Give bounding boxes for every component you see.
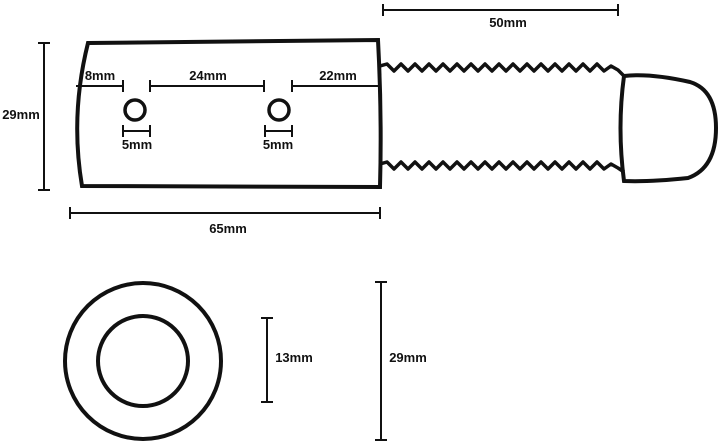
dim-hole-offset: 8mm: [76, 68, 124, 92]
label-inner-diameter: 13mm: [275, 350, 313, 365]
dim-hole1-diameter: 5mm: [122, 125, 152, 152]
label-outer-diameter: 29mm: [389, 350, 427, 365]
label-hole-spacing: 24mm: [189, 68, 227, 83]
dim-thread-length: 50mm: [382, 4, 619, 30]
inner-bore: [96, 314, 190, 408]
side-view-dimensions: 50mm 29mm 8mm 24mm 22mm: [2, 4, 619, 236]
cylinder-body: [75, 37, 383, 190]
label-hole1-diameter: 5mm: [122, 137, 152, 152]
label-thread-length: 50mm: [489, 15, 527, 30]
thread-lower: [379, 160, 625, 174]
dim-inner-diameter: 13mm: [261, 317, 313, 403]
tip-cap: [618, 73, 719, 184]
end-view-dimensions: 13mm 29mm: [261, 281, 427, 441]
dim-hole-spacing: 24mm: [149, 68, 265, 92]
dim-overall-length: 65mm: [69, 207, 381, 236]
thread-upper: [379, 62, 626, 78]
dim-outer-diameter: 29mm: [375, 281, 427, 441]
dim-hole2-diameter: 5mm: [263, 125, 293, 152]
label-hole2-diameter: 5mm: [263, 137, 293, 152]
mounting-hole-1: [123, 98, 147, 122]
dim-height: 29mm: [2, 42, 50, 191]
label-hole-offset: 8mm: [85, 68, 115, 83]
mounting-hole-2: [267, 98, 291, 122]
outer-ring: [63, 281, 223, 441]
side-view: [75, 37, 719, 190]
label-end-offset: 22mm: [319, 68, 357, 83]
end-view: [63, 281, 223, 441]
label-height: 29mm: [2, 107, 40, 122]
label-overall-length: 65mm: [209, 221, 247, 236]
dim-end-offset: 22mm: [291, 68, 380, 92]
